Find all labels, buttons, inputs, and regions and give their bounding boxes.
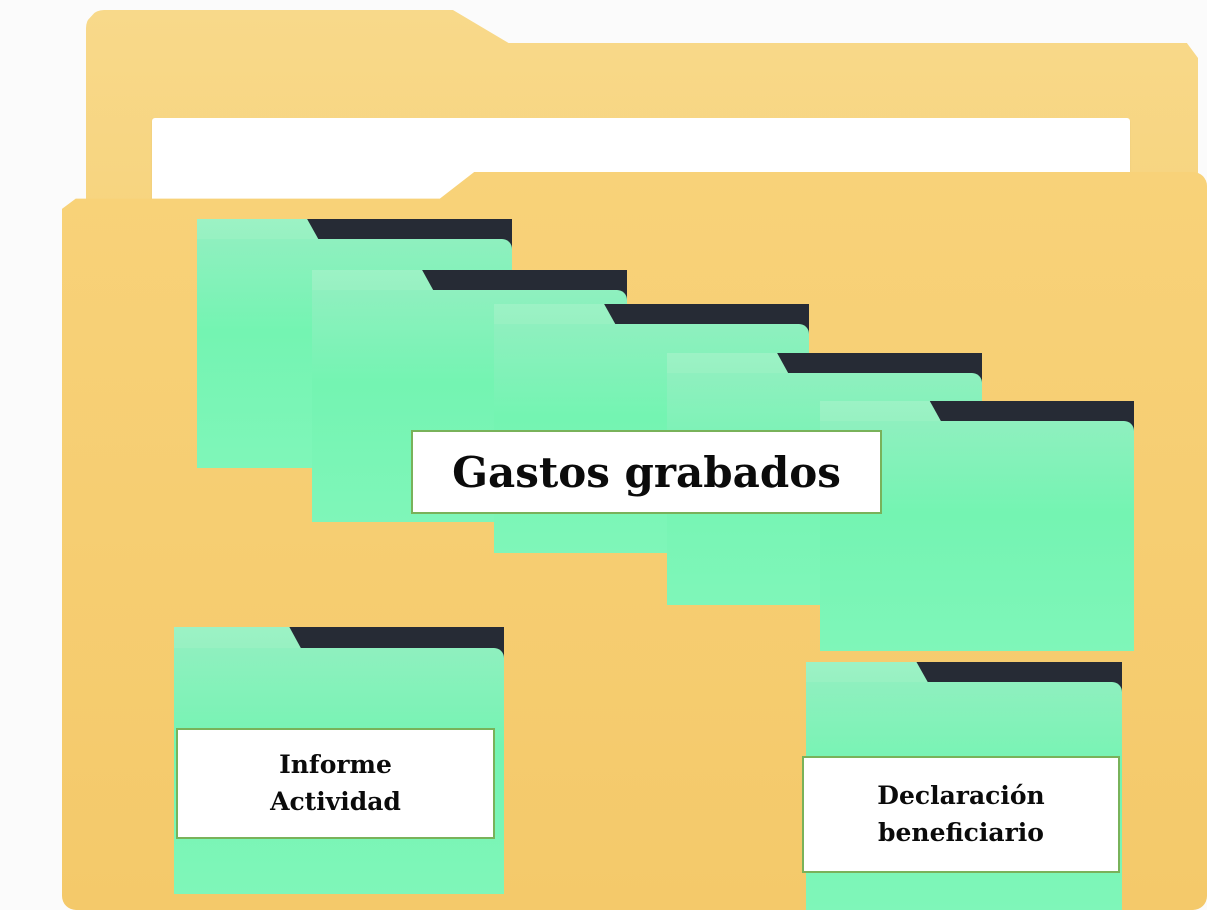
declaracion-line1: Declaración (877, 781, 1045, 811)
informe-actividad-label[interactable]: Informe Actividad (176, 728, 495, 839)
informe-line1: Informe (279, 750, 392, 780)
declaracion-line2: beneficiario (878, 817, 1044, 847)
declaracion-beneficiario-label[interactable]: Declaración beneficiario (802, 756, 1120, 873)
gastos-grabados-label[interactable]: Gastos grabados (411, 430, 882, 514)
informe-line2: Actividad (270, 786, 401, 816)
